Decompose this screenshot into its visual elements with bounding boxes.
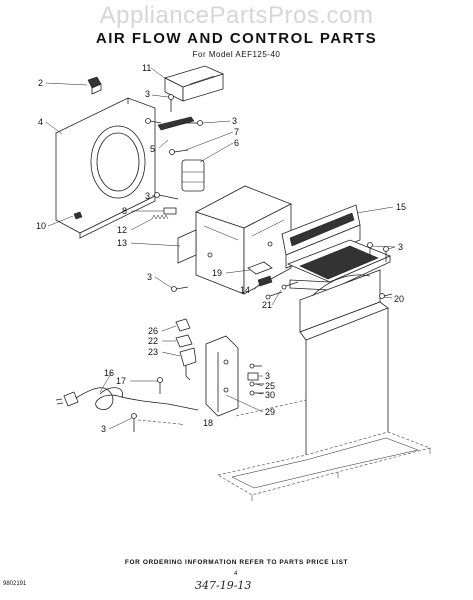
callout-25: 25 bbox=[265, 381, 275, 391]
callout-30: 30 bbox=[265, 390, 275, 400]
part-fan-shroud[interactable] bbox=[55, 97, 156, 239]
callout-3: 3 bbox=[145, 191, 150, 201]
part-control-stack[interactable] bbox=[175, 318, 197, 381]
callout-20: 20 bbox=[394, 294, 404, 304]
part-cabinet-outline bbox=[217, 308, 431, 501]
callout-3: 3 bbox=[265, 371, 270, 381]
callout-8: 8 bbox=[122, 206, 127, 216]
part-bracket-assembly[interactable] bbox=[145, 94, 205, 192]
part-air-frame[interactable] bbox=[265, 239, 393, 341]
callout-13: 13 bbox=[117, 238, 127, 248]
callout-4: 4 bbox=[38, 117, 43, 127]
callout-23: 23 bbox=[148, 347, 158, 357]
callout-labels: 11 2 3 4 3 7 5 6 3 8 10 12 13 15 3 19 3 … bbox=[36, 63, 406, 434]
callout-3: 3 bbox=[398, 242, 403, 252]
callout-16: 16 bbox=[104, 368, 114, 378]
callout-3: 3 bbox=[147, 272, 152, 282]
callout-2: 2 bbox=[38, 78, 43, 88]
callout-7: 7 bbox=[234, 127, 239, 137]
part-power-cord[interactable] bbox=[55, 377, 199, 433]
callout-3: 3 bbox=[101, 424, 106, 434]
diagram-title: AIR FLOW AND CONTROL PARTS bbox=[95, 30, 378, 47]
watermark: AppliancePartsPros.com bbox=[99, 2, 374, 29]
page-number: 4 bbox=[234, 571, 238, 577]
callout-10: 10 bbox=[36, 221, 46, 231]
callout-29: 29 bbox=[265, 407, 275, 417]
callout-3: 3 bbox=[145, 89, 150, 99]
callout-11: 11 bbox=[142, 63, 151, 73]
callout-12: 12 bbox=[117, 225, 127, 235]
callout-15: 15 bbox=[396, 202, 406, 212]
handwritten-note: 347-19-13 bbox=[195, 579, 252, 592]
part-left-hardware[interactable] bbox=[73, 192, 179, 220]
model-label: For Model AEF125-40 bbox=[192, 50, 281, 59]
part-knob-cap[interactable] bbox=[87, 76, 102, 95]
leader-lines bbox=[45, 67, 396, 430]
callout-26: 26 bbox=[148, 326, 158, 336]
callout-17: 17 bbox=[116, 376, 126, 386]
document-code: 9802191 bbox=[3, 581, 27, 587]
callout-18: 18 bbox=[203, 418, 213, 428]
callout-21: 21 bbox=[262, 300, 272, 310]
callout-5: 5 bbox=[150, 144, 155, 154]
part-control-plate[interactable] bbox=[205, 335, 264, 417]
callout-3: 3 bbox=[232, 116, 237, 126]
part-control-box[interactable] bbox=[177, 185, 292, 295]
callout-19: 19 bbox=[212, 268, 222, 278]
callout-6: 6 bbox=[234, 138, 239, 148]
ordering-footer: FOR ORDERING INFORMATION REFER TO PARTS … bbox=[124, 559, 349, 566]
part-top-cover[interactable] bbox=[163, 65, 225, 102]
callout-22: 22 bbox=[148, 336, 158, 346]
callout-14: 14 bbox=[240, 285, 250, 295]
